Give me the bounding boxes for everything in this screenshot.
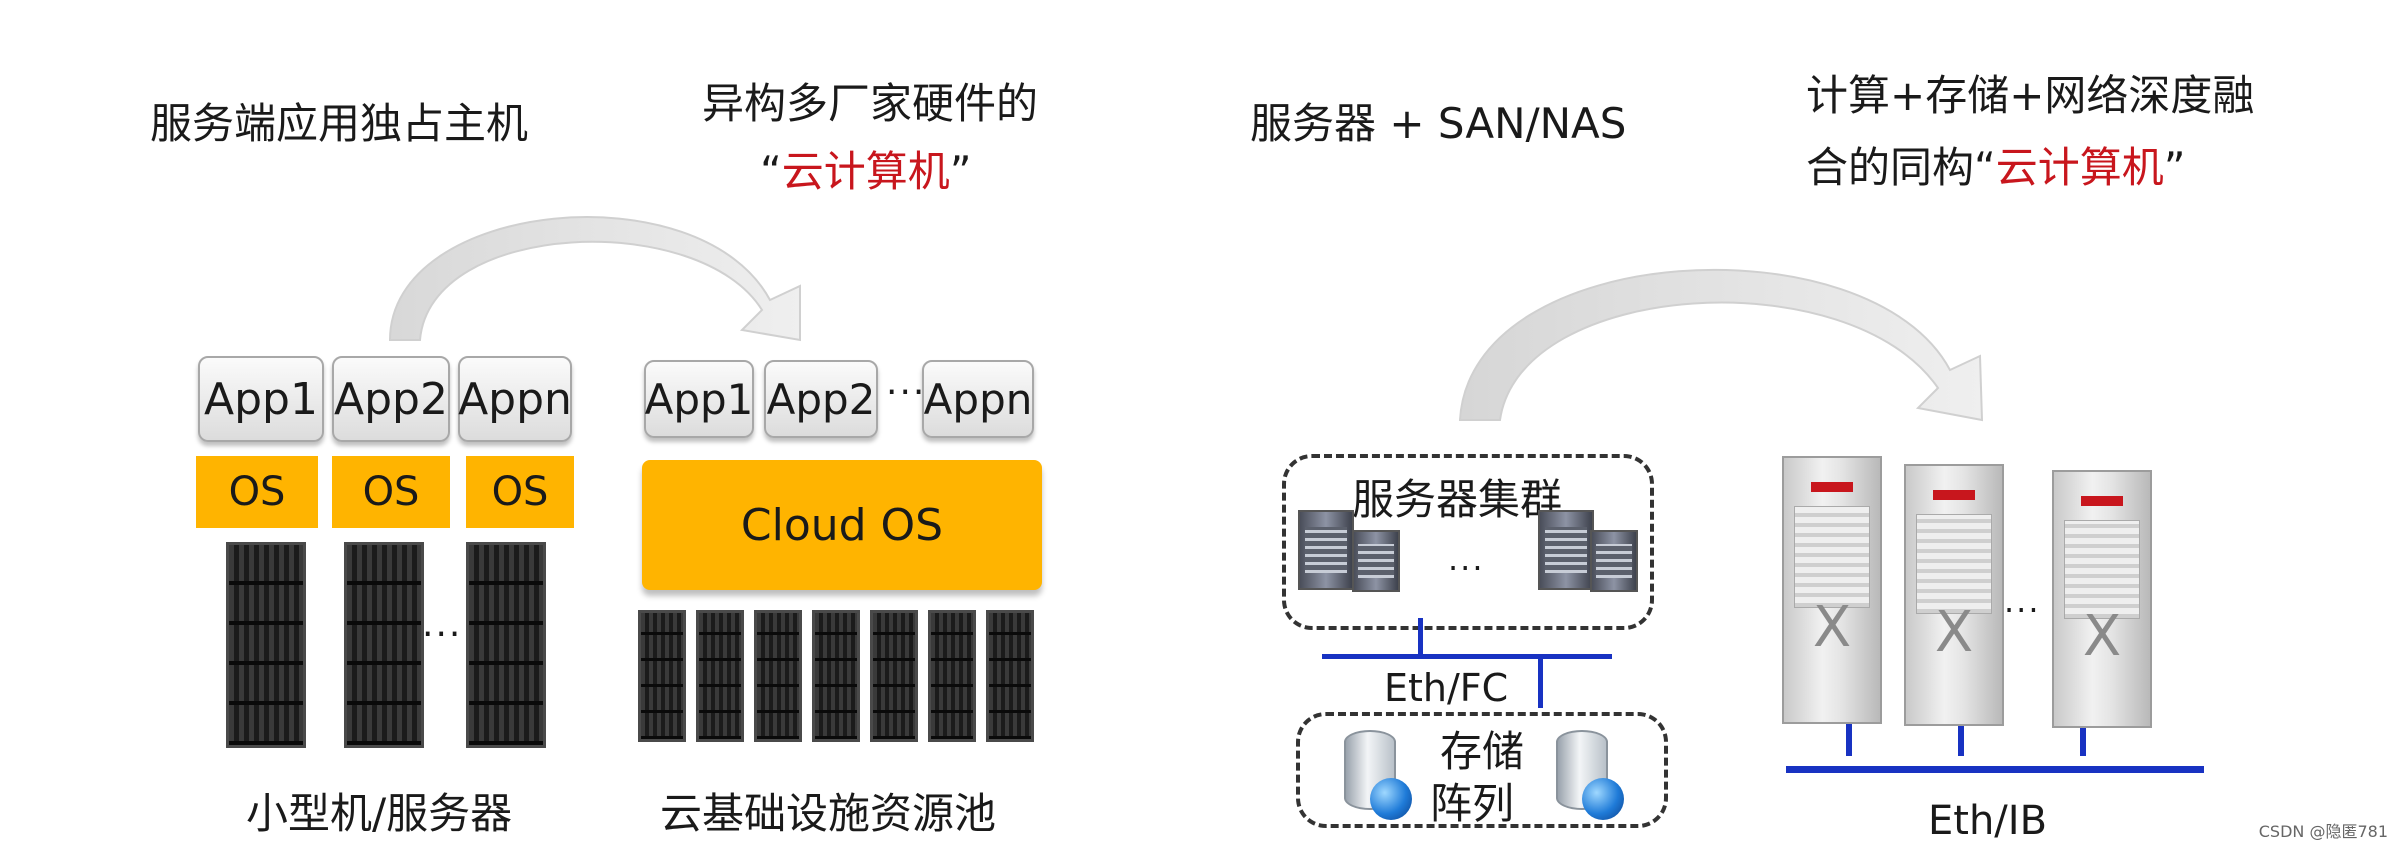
curved-arrow-right	[1458, 269, 1984, 422]
pool-rack-6	[928, 610, 976, 742]
right-title-converged-line1: 计算+存储+网络深度融	[1806, 71, 2255, 120]
pool-rack-3	[754, 610, 802, 742]
rack-grill	[1915, 514, 1993, 615]
right-title-converged-line2: 合的同构“云计算机”	[1806, 136, 2186, 200]
caption-cloud-resource-pool: 云基础设施资源池	[660, 789, 997, 838]
storage-label-line2: 阵列	[1430, 779, 1515, 828]
rack-grill	[1793, 506, 1871, 609]
cluster-server-3	[1538, 510, 1594, 590]
caption-minicomputer-server: 小型机/服务器	[246, 789, 513, 838]
app-box-bn: Appn	[922, 360, 1034, 438]
quote-open-right: “	[1974, 143, 1996, 192]
pool-rack-5	[870, 610, 918, 742]
rack2-link	[1958, 726, 1964, 756]
left-title-heterogeneous-line2: “云计算机”	[760, 140, 972, 204]
eth-fc-bus	[1322, 654, 1612, 659]
server-rack-2	[344, 542, 424, 748]
cloud-os-box: Cloud OS	[642, 460, 1042, 590]
converged-prefix: 合的同构	[1806, 143, 1975, 192]
os-box-3: OS	[466, 456, 574, 528]
server-cluster-box	[1282, 454, 1654, 630]
app-ellipsis: ···	[886, 372, 927, 413]
storage-uplink	[1538, 654, 1543, 708]
rackn-link	[2080, 728, 2086, 756]
globe-icon-2	[1582, 778, 1624, 820]
cluster-ellipsis: ...	[1448, 540, 1485, 578]
left-title-dedicated-host: 服务端应用独占主机	[150, 99, 529, 148]
rack-brand-strip	[2080, 496, 2124, 506]
quote-close-right: ”	[2163, 143, 2186, 192]
server-rack-n	[466, 542, 546, 748]
curved-arrow-left	[388, 216, 801, 342]
cluster-uplink	[1418, 618, 1423, 656]
eth-ib-label: Eth/IB	[1928, 798, 2048, 844]
cluster-server-1	[1298, 510, 1354, 590]
app-box-an: Appn	[458, 356, 572, 442]
converged-rack-2: X	[1904, 464, 2004, 726]
eth-ib-bus	[1786, 766, 2204, 773]
app-box-b1: App1	[644, 360, 754, 438]
app-box-a1: App1	[198, 356, 324, 442]
os-box-2: OS	[332, 456, 450, 528]
converged-rack-n: X	[2052, 470, 2152, 728]
server-cluster-label: 服务器集群	[1352, 475, 1563, 524]
app-box-a2: App2	[332, 356, 450, 442]
globe-icon-1	[1370, 778, 1412, 820]
os-box-1: OS	[196, 456, 318, 528]
converged-rack-1: X	[1782, 456, 1882, 724]
quote-open: “	[760, 147, 782, 196]
right-title-server-san-nas: 服务器 + SAN/NAS	[1250, 99, 1627, 148]
rack-ellipsis-left: ···	[422, 614, 463, 655]
watermark: CSDN @隐匿781	[2258, 822, 2388, 841]
cloud-computer-highlight-right: 云计算机	[1995, 143, 2164, 192]
quote-close: ”	[949, 147, 972, 196]
x-mark-icon: X	[1812, 595, 1852, 661]
pool-rack-2	[696, 610, 744, 742]
cloud-computer-highlight: 云计算机	[781, 147, 950, 196]
pool-rack-7	[986, 610, 1034, 742]
rack-brand-strip	[1932, 490, 1976, 500]
storage-label-line1: 存储	[1440, 727, 1525, 776]
rack-brand-strip	[1810, 482, 1854, 492]
x-mark-icon: X	[2082, 604, 2122, 670]
converged-rack-ellipsis: ...	[2004, 582, 2041, 620]
pool-rack-1	[638, 610, 686, 742]
pool-rack-4	[812, 610, 860, 742]
left-title-heterogeneous-line1: 异构多厂家硬件的	[702, 79, 1039, 128]
rack-grill	[2063, 520, 2141, 619]
app-box-b2: App2	[764, 360, 878, 438]
cluster-server-2	[1352, 530, 1400, 592]
storage-array-box	[1296, 712, 1668, 828]
cluster-server-4	[1590, 530, 1638, 592]
x-mark-icon: X	[1934, 600, 1974, 666]
eth-fc-label: Eth/FC	[1384, 666, 1509, 710]
server-rack-1	[226, 542, 306, 748]
rack1-link	[1846, 724, 1852, 756]
